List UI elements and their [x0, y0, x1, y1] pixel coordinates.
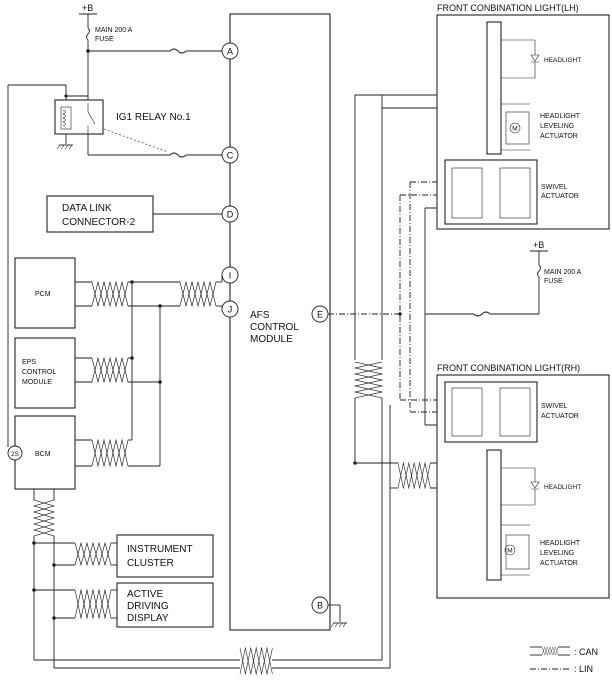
svg-text:2S: 2S: [11, 451, 20, 458]
legend-lin: : LIN: [574, 664, 593, 674]
ground-icon: [56, 144, 74, 150]
rh-headlight-label: HEADLIGHT: [544, 484, 581, 491]
pin-i: I: [221, 266, 239, 284]
ig1-relay-label: IG1 RELAY No.1: [116, 112, 191, 123]
pin-e: E: [311, 305, 329, 323]
pcm-module: [14, 257, 76, 329]
rh-title: FRONT CONBINATION LIGHT(RH): [437, 363, 580, 373]
rh-headlight-unit: [486, 449, 502, 581]
pin-a: A: [221, 42, 239, 60]
svg-text:D: D: [227, 210, 234, 220]
main-fuse-icon: [86, 27, 90, 41]
instrument-cluster: [116, 534, 214, 578]
relay-switch-icon: [87, 111, 96, 125]
instrument-label-2: CLUSTER: [127, 558, 174, 569]
eps-control-module: [14, 337, 76, 409]
rh-leveling-label-3: ACTUATOR: [540, 560, 578, 567]
fuse-icon: [473, 311, 491, 317]
svg-text:E: E: [317, 310, 323, 320]
afs-label-2: CONTROL: [250, 322, 299, 333]
rh-swivel-label-2: ACTUATOR: [541, 413, 579, 420]
pin-b: B: [311, 596, 329, 614]
active-driving-display: [116, 582, 214, 628]
svg-text:M: M: [512, 126, 517, 133]
ig1-relay: [54, 99, 104, 135]
legend: : CAN : LIN: [530, 646, 598, 674]
pcm-label: PCM: [35, 291, 51, 298]
afs-label-1: AFS: [250, 310, 270, 321]
lh-swivel-label-2: ACTUATOR: [541, 193, 579, 200]
fuse-icon: [169, 152, 187, 158]
pin-c: C: [221, 146, 239, 164]
main-fuse-label-2: FUSE: [95, 36, 114, 43]
ground-icon: [330, 622, 348, 628]
svg-text:M: M: [507, 548, 512, 555]
dlc-label-1: DATA LINK: [62, 203, 112, 214]
lh-leveling-box: [505, 111, 530, 145]
rh-leveling-label-1: HEADLIGHT: [540, 540, 581, 547]
eps-label-1: EPS: [22, 359, 36, 366]
main-fuse-label-1: MAIN 200 A: [95, 27, 133, 34]
svg-text:B: B: [317, 601, 323, 611]
relay-coil-icon: [62, 109, 66, 127]
svg-text:I: I: [229, 271, 232, 281]
rh-leveling-box: [505, 534, 530, 570]
legend-can: : CAN: [574, 647, 598, 657]
instrument-label-1: INSTRUMENT: [127, 544, 193, 555]
bcm-label: BCM: [35, 451, 51, 458]
lh-title: FRONT CONBINATION LIGHT(LH): [437, 3, 579, 13]
rh-swivel-label-1: SWIVEL: [541, 403, 568, 410]
bcm-module: [14, 415, 76, 490]
eps-label-3: MODULE: [22, 379, 52, 386]
lh-swivel-actuator: [444, 159, 538, 225]
rh-leveling-label-2: LEVELING: [540, 550, 574, 557]
eps-label-2: CONTROL: [22, 369, 56, 376]
svg-text:A: A: [227, 47, 233, 57]
svg-text:J: J: [228, 305, 233, 315]
bplus-rh-label: +B: [533, 240, 544, 250]
fuse-icon: [169, 48, 187, 54]
lh-leveling-label-2: LEVELING: [540, 123, 574, 130]
main-fuse-rh-icon: [537, 264, 541, 278]
main-fuse-rh-label-1: MAIN 200 A: [544, 269, 582, 276]
pin-d: D: [221, 205, 239, 223]
motor-icon: [504, 544, 516, 556]
lh-swivel-label-1: SWIVEL: [541, 184, 568, 191]
dlc-label-2: CONNECTOR-2: [62, 217, 136, 228]
rh-swivel-actuator: [444, 381, 538, 443]
afs-control-module: [229, 13, 331, 631]
add-label-1: ACTIVE: [127, 589, 163, 600]
motor-icon: [509, 122, 521, 134]
lh-headlight-unit: [486, 21, 502, 155]
pin-j: J: [221, 300, 239, 318]
pin-2s: 2S: [7, 445, 23, 461]
add-label-3: DISPLAY: [127, 613, 169, 624]
lh-leveling-label-3: ACTUATOR: [540, 133, 578, 140]
add-label-2: DRIVING: [127, 601, 169, 612]
svg-text:C: C: [227, 151, 234, 161]
lh-headlight-label: HEADLIGHT: [544, 57, 581, 64]
lh-leveling-label-1: HEADLIGHT: [540, 113, 581, 120]
bplus-label: +B: [82, 3, 93, 13]
main-fuse-rh-label-2: FUSE: [544, 278, 563, 285]
afs-label-3: MODULE: [250, 334, 293, 345]
